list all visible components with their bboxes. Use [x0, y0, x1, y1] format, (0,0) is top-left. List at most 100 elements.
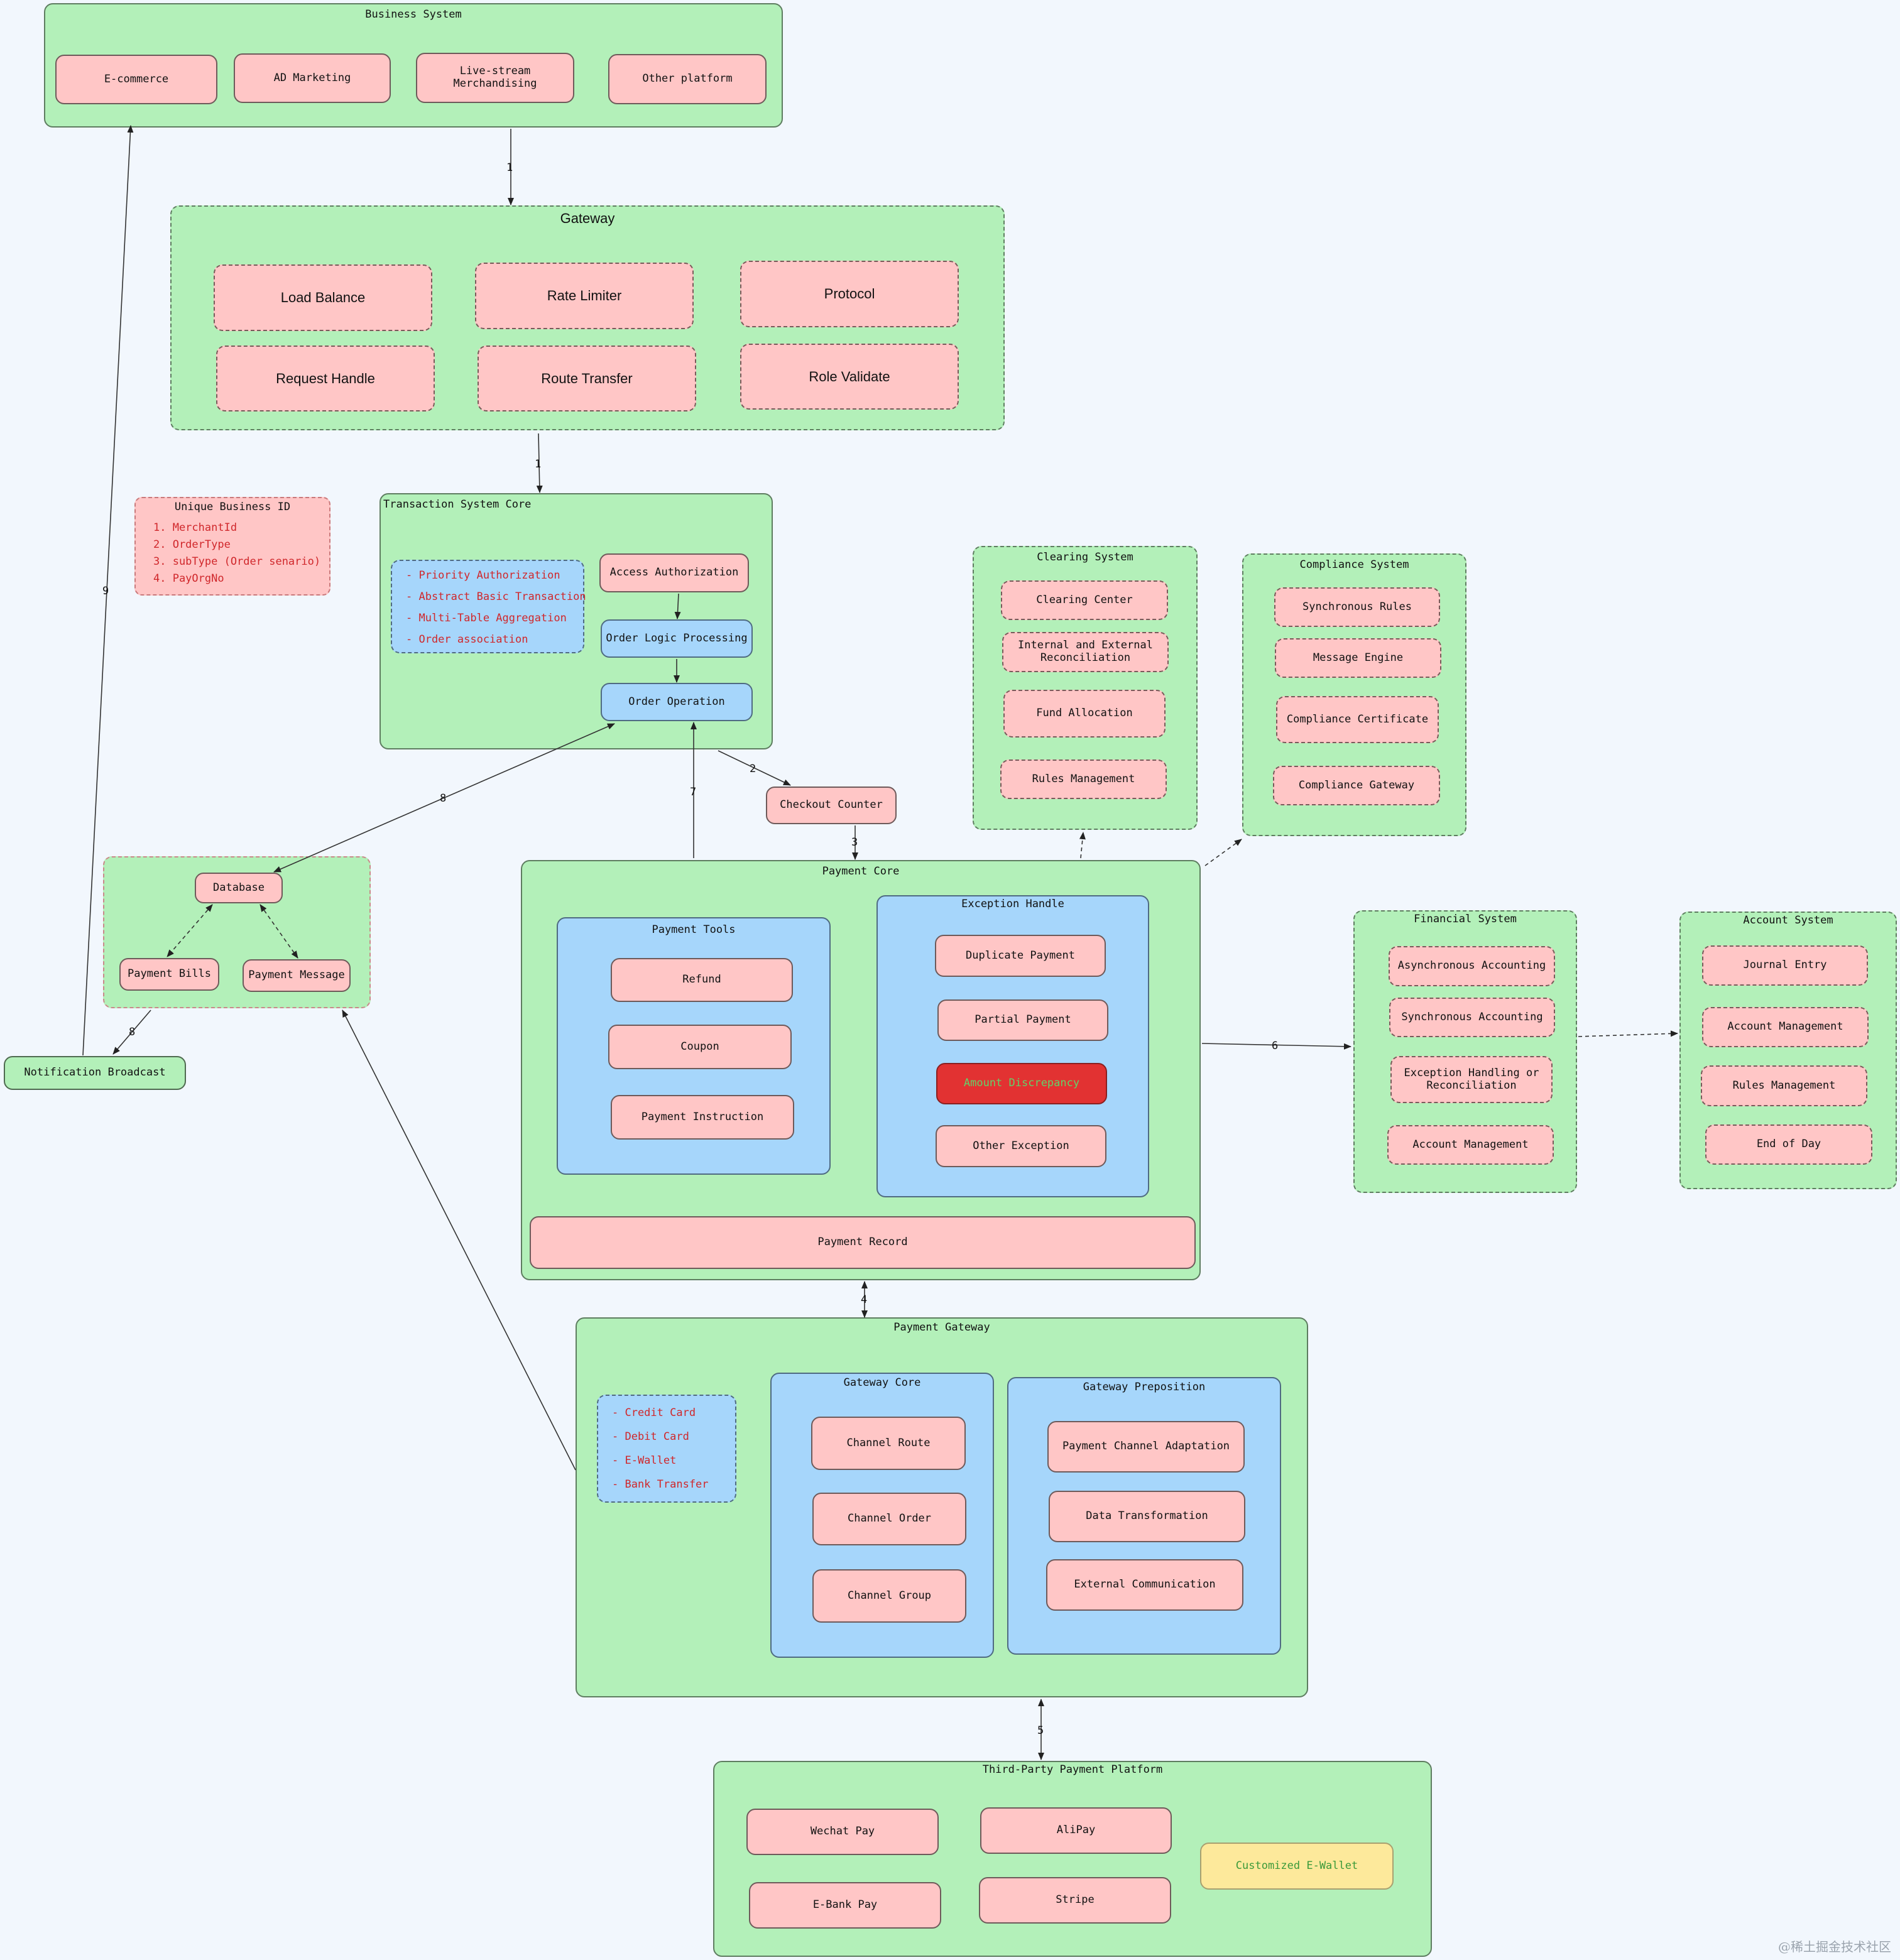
edge-label: 6 — [1272, 1040, 1278, 1052]
wechat-pay-node[interactable]: Wechat Pay — [746, 1809, 939, 1855]
compliance-gateway-node[interactable]: Compliance Gateway — [1273, 766, 1440, 805]
edge-paymentcore-compliance — [1204, 839, 1242, 866]
order-logic-processing-node[interactable]: Order Logic Processing — [601, 619, 753, 658]
list-item: 2. OrderType — [153, 538, 231, 551]
coupon-node[interactable]: Coupon — [608, 1025, 792, 1069]
transaction-features-list: - Priority Authorization - Abstract Basi… — [406, 565, 586, 650]
partial-payment-node[interactable]: Partial Payment — [937, 999, 1108, 1041]
list-item: - Bank Transfer — [612, 1478, 709, 1491]
payment-channel-adaptation-node[interactable]: Payment Channel Adaptation — [1047, 1421, 1245, 1473]
channel-group-node[interactable]: Channel Group — [812, 1569, 966, 1623]
payment-methods-list: - Credit Card - Debit Card - E-Wallet - … — [612, 1401, 709, 1496]
financial-account-management-node[interactable]: Account Management — [1387, 1125, 1554, 1165]
account-rules-management-node[interactable]: Rules Management — [1701, 1065, 1867, 1106]
amount-discrepancy-node[interactable]: Amount Discrepancy — [936, 1063, 1107, 1104]
rate-limiter-node[interactable]: Rate Limiter — [475, 263, 694, 329]
transaction-core-title: Transaction System Core — [383, 498, 532, 511]
ad-marketing-node[interactable]: AD Marketing — [234, 53, 391, 103]
exception-handling-reconciliation-node[interactable]: Exception Handling or Reconciliation — [1390, 1056, 1553, 1103]
list-item: - Multi-Table Aggregation — [406, 612, 567, 624]
payment-instruction-node[interactable]: Payment Instruction — [611, 1095, 794, 1140]
channel-route-node[interactable]: Channel Route — [811, 1417, 966, 1470]
edge-label: 9 — [102, 585, 109, 597]
synchronous-rules-node[interactable]: Synchronous Rules — [1274, 587, 1440, 627]
edge-8-database-notification — [112, 1010, 151, 1055]
end-of-day-node[interactable]: End of Day — [1705, 1124, 1872, 1165]
unique-business-id-list: 1. MerchantId 2. OrderType 3. subType (O… — [153, 520, 320, 587]
edge-financial-account — [1578, 1030, 1678, 1037]
list-item: - Priority Authorization — [406, 569, 560, 582]
order-operation-node[interactable]: Order Operation — [601, 683, 753, 721]
edge-paymentcore-clearing — [1079, 832, 1086, 859]
e-commerce-node[interactable]: E-commerce — [55, 55, 217, 104]
notification-broadcast-node[interactable]: Notification Broadcast — [4, 1056, 186, 1090]
stripe-node[interactable]: Stripe — [979, 1877, 1171, 1924]
gateway-core-title: Gateway Core — [843, 1376, 921, 1389]
list-item: 3. subType (Order senario) — [153, 555, 321, 568]
watermark: @稀土掘金技术社区 — [1778, 1939, 1891, 1954]
edge-label: 1 — [506, 161, 513, 174]
customized-e-wallet-node[interactable]: Customized E-Wallet — [1200, 1843, 1394, 1890]
message-engine-node[interactable]: Message Engine — [1275, 638, 1441, 678]
clearing-system-title: Clearing System — [1037, 551, 1133, 564]
refund-node[interactable]: Refund — [611, 958, 793, 1002]
asynchronous-accounting-node[interactable]: Asynchronous Accounting — [1389, 946, 1555, 986]
fund-allocation-node[interactable]: Fund Allocation — [1003, 690, 1166, 738]
route-transfer-node[interactable]: Route Transfer — [478, 346, 696, 411]
list-item: - E-Wallet — [612, 1454, 677, 1467]
other-platform-node[interactable]: Other platform — [608, 54, 767, 104]
payment-tools-title: Payment Tools — [652, 923, 736, 936]
alipay-node[interactable]: AliPay — [980, 1807, 1172, 1854]
financial-system-title: Financial System — [1414, 913, 1517, 925]
payment-record-node[interactable]: Payment Record — [530, 1216, 1196, 1269]
edge-label: 2 — [750, 763, 756, 775]
live-stream-merchandising-node[interactable]: Live-stream Merchandising — [416, 53, 574, 103]
external-communication-node[interactable]: External Communication — [1046, 1559, 1243, 1611]
unique-business-id-title: Unique Business ID — [174, 501, 291, 513]
compliance-certificate-node[interactable]: Compliance Certificate — [1276, 696, 1439, 743]
synchronous-accounting-node[interactable]: Synchronous Accounting — [1389, 998, 1555, 1037]
edge-6-paymentcore-financial — [1201, 1043, 1351, 1050]
data-transformation-node[interactable]: Data Transformation — [1049, 1491, 1245, 1542]
duplicate-payment-node[interactable]: Duplicate Payment — [935, 935, 1106, 977]
edge-label: 5 — [1037, 1724, 1044, 1737]
exception-handle-title: Exception Handle — [961, 898, 1064, 910]
payment-methods-note: - Credit Card - Debit Card - E-Wallet - … — [597, 1395, 736, 1503]
payment-gateway-title: Payment Gateway — [893, 1321, 990, 1334]
gateway-preposition-title: Gateway Preposition — [1083, 1381, 1206, 1393]
edge-label: 8 — [129, 1026, 135, 1038]
payment-bills-node[interactable]: Payment Bills — [119, 958, 219, 991]
list-item: - Abstract Basic Transaction — [406, 591, 586, 603]
payment-core-title: Payment Core — [822, 865, 900, 878]
other-exception-node[interactable]: Other Exception — [936, 1125, 1106, 1167]
edge-label: 3 — [851, 836, 858, 849]
third-party-title: Third-Party Payment Platform — [982, 1763, 1163, 1776]
edge-1-gateway-transaction — [536, 433, 543, 493]
checkout-counter-node[interactable]: Checkout Counter — [766, 787, 897, 824]
gateway-title: Gateway — [560, 210, 615, 226]
request-handle-node[interactable]: Request Handle — [216, 346, 435, 411]
role-validate-node[interactable]: Role Validate — [740, 344, 959, 410]
clearing-rules-management-node[interactable]: Rules Management — [1000, 760, 1167, 799]
edge-label: 4 — [861, 1293, 867, 1306]
account-management-node[interactable]: Account Management — [1702, 1007, 1869, 1047]
unique-business-id-note: Unique Business ID 1. MerchantId 2. Orde… — [134, 497, 330, 596]
journal-entry-node[interactable]: Journal Entry — [1702, 945, 1868, 986]
transaction-features-note: - Priority Authorization - Abstract Basi… — [391, 560, 586, 653]
access-authorization-node[interactable]: Access Authorization — [599, 553, 749, 592]
load-balance-node[interactable]: Load Balance — [214, 264, 432, 331]
list-item: - Order association — [406, 633, 528, 646]
list-item: - Debit Card — [612, 1430, 689, 1443]
reconciliation-node[interactable]: Internal and External Reconciliation — [1002, 632, 1169, 672]
list-item: - Credit Card — [612, 1407, 696, 1419]
clearing-center-node[interactable]: Clearing Center — [1001, 580, 1168, 620]
protocol-node[interactable]: Protocol — [740, 261, 959, 327]
e-bank-pay-node[interactable]: E-Bank Pay — [749, 1882, 941, 1929]
edge-label: 1 — [535, 458, 541, 471]
edge-2-transaction-checkout — [718, 750, 791, 786]
payment-message-node[interactable]: Payment Message — [243, 959, 351, 992]
edge-label: 7 — [690, 786, 696, 798]
channel-order-node[interactable]: Channel Order — [812, 1493, 966, 1545]
business-system-title: Business System — [365, 8, 462, 21]
database-node[interactable]: Database — [195, 873, 283, 903]
